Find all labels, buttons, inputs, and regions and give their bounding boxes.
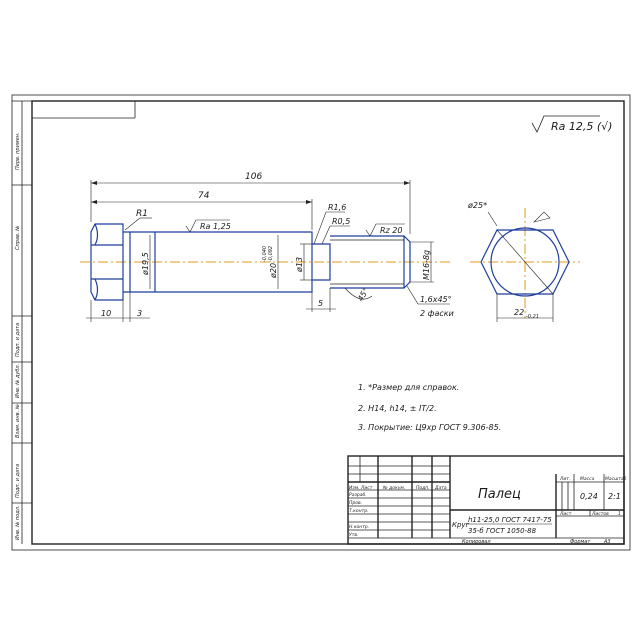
dim-groove-radius: R1,6: [328, 203, 346, 212]
tb-masshtab-label: Масштаб: [605, 476, 627, 482]
surface-finish-text: Ra 12,5 (√): [551, 120, 612, 133]
tb-col-docno: № докум.: [382, 485, 405, 491]
groove: [312, 243, 331, 281]
dim-thread: M16-8g: [422, 250, 431, 280]
dim-chamfer-note: 2 фаски: [420, 309, 454, 318]
tb-col-podp: Подп.: [416, 485, 430, 491]
strip-perv-primen: Перв. примен.: [15, 132, 21, 170]
dim-chamfer-angle: 45°: [356, 286, 371, 303]
tb-material-line1: h11-25,0 ГОСТ 7417-75: [468, 516, 552, 524]
shank-roughness-text: Ra 1,25: [200, 222, 231, 231]
dim-head-height: 10: [101, 309, 111, 318]
threaded-end: [330, 235, 411, 289]
tb-name: Палец: [478, 487, 521, 502]
dim-overall-length: 106: [90, 172, 411, 234]
tb-massa: 0,24: [580, 492, 598, 501]
format-value: A3: [603, 539, 611, 545]
tb-razrab: Разраб.: [349, 492, 367, 498]
tb-sheets-value: 1: [618, 511, 621, 517]
dim-groove-radius-2: R0,5: [332, 217, 350, 226]
end-view: ø25* 22 -0,21: [467, 201, 580, 322]
title-block: Изм. Лист № докум. Подп. Дата Разраб. Пр…: [347, 455, 627, 545]
dim-across-corners: ø25*: [467, 201, 487, 210]
tb-lit-label: Лит.: [559, 476, 570, 482]
tb-prov: Пров.: [349, 500, 362, 506]
dim-across-flats: 22: [514, 308, 524, 317]
note-3: 3. Покрытие: Ц9хр ГОСТ 9.306-85.: [358, 423, 501, 432]
tb-col-list: Лист: [360, 485, 373, 491]
dim-shank-length-text: 74: [198, 191, 210, 201]
strip-podp-data-1: Подп. и дата: [15, 323, 21, 357]
tb-sheet-label: Лист: [559, 511, 572, 517]
sheet-inner-frame: [31, 100, 625, 545]
kopiroval-label: Копировал: [462, 539, 491, 545]
dim-shank-tol-lower: -0,092: [268, 246, 274, 262]
pin-body: [90, 223, 411, 301]
tb-sheets-label: Листов: [591, 511, 609, 517]
thread-roughness-text: Rz 20: [380, 226, 402, 235]
tb-col-data: Дата: [434, 485, 447, 491]
dim-chamfer: 1,6x45°: [420, 295, 452, 304]
dim-shank-tol-upper: -0,040: [262, 246, 268, 262]
tb-material-prefix: Круг: [452, 521, 470, 529]
dim-groove-diameter: ø13: [295, 257, 304, 273]
strip-sprav-no: Справ. №: [15, 226, 21, 250]
format-label: Формат: [570, 539, 591, 545]
dim-fillet-radius: R1: [136, 209, 148, 219]
dim-head-diameter: ø19,5: [141, 252, 150, 276]
strip-inv-podl: Инв. № подл.: [15, 506, 21, 541]
dim-groove-width: 5: [318, 299, 323, 308]
shank-roughness-symbol: Ra 1,25: [185, 219, 231, 233]
note-1: 1. *Размер для справок.: [358, 383, 459, 392]
tb-masshtab: 2:1: [608, 492, 621, 501]
tb-massa-label: Масса: [580, 476, 595, 482]
tb-utv: Утв.: [349, 532, 358, 538]
sheet-outer-frame: [11, 94, 631, 551]
dim-across-flats-tol: -0,21: [526, 314, 539, 320]
tb-col-izm: Изм.: [349, 485, 360, 491]
strip-podp-data-2: Подп. и дата: [15, 464, 21, 498]
tb-tkontr: Т.контр.: [349, 508, 369, 514]
left-strip: Перв. примен. Справ. № Подп. и дата Инв.…: [12, 100, 32, 544]
tb-material-line2: 35-б ГОСТ 1050-88: [468, 527, 537, 535]
tb-nkontr: Н.контр.: [349, 524, 369, 530]
note-2: 2. Н14, h14, ± IT/2.: [358, 404, 437, 413]
strip-vzam-inv: Взам. инв. №: [15, 404, 21, 438]
shank: [123, 231, 313, 293]
thread-roughness-symbol: Rz 20: [365, 223, 405, 237]
dim-shank-length: 74: [91, 191, 313, 230]
dim-shank-diameter: ø20: [269, 263, 278, 279]
surface-finish-symbol: Ra 12,5 (√): [531, 115, 612, 133]
dim-head-offset: 3: [137, 309, 142, 318]
strip-inv-dubl: Инв. № дубл.: [15, 364, 21, 398]
end-view-circle: [490, 227, 560, 297]
dim-overall-length-text: 106: [245, 172, 262, 182]
